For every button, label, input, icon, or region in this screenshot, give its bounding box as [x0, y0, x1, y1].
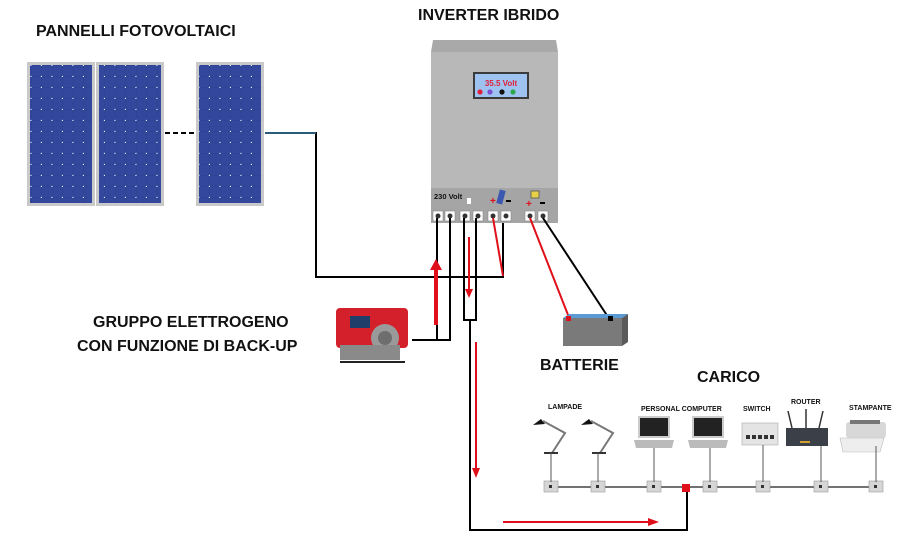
wall-socket-icon — [646, 480, 662, 493]
solar-panel — [27, 62, 95, 206]
solar-input-icon — [496, 189, 506, 205]
load-label-router: ROUTER — [791, 399, 821, 406]
pv-minus-icon — [506, 200, 511, 202]
generator-wire-2 — [437, 218, 451, 341]
wall-socket-icon — [702, 480, 718, 493]
generator-label-line1: GRUPPO ELETTROGENO — [93, 314, 289, 331]
generator — [336, 308, 408, 363]
batteries-label: BATTERIE — [540, 357, 619, 374]
led-black — [499, 89, 505, 95]
laptop-icon — [688, 416, 728, 482]
led-green — [510, 89, 516, 95]
printer-icon — [839, 420, 886, 482]
generator-flow-arrow-head — [430, 259, 442, 270]
lamp-icon — [581, 419, 615, 482]
load-down-arrow-head — [472, 468, 480, 478]
generator-wire-1 — [412, 218, 438, 341]
ac-flow-arrow-head — [465, 289, 473, 298]
wall-socket-icon — [813, 480, 829, 493]
battery-input-icon — [530, 190, 540, 199]
wall-socket-icon — [755, 480, 771, 493]
solar-panel — [96, 62, 164, 206]
led-purple — [487, 89, 493, 95]
battery — [563, 314, 628, 346]
load-right-arrow-head — [648, 518, 659, 526]
ac-voltage-label: 230 Volt — [434, 192, 463, 201]
wall-socket-icon — [543, 480, 559, 493]
wall-socket-icon — [590, 480, 606, 493]
pv-positive-wire — [492, 217, 504, 277]
panels-label: PANNELLI FOTOVOLTAICI — [36, 23, 236, 40]
load-label-lamps: LAMPADE — [548, 404, 583, 411]
load-label-printer: STAMPANTE — [849, 405, 892, 412]
inverter-display-value: 35.5 Volt — [485, 79, 518, 88]
load-label-pc: PERSONAL COMPUTER — [641, 406, 722, 413]
solar-panel — [196, 62, 264, 206]
led-red — [477, 89, 483, 95]
generator-label-line2: CON FUNZIONE DI BACK-UP — [77, 338, 298, 355]
pv-plus-icon: + — [490, 196, 496, 207]
network-switch-icon — [741, 422, 779, 482]
battery-negative-wire — [542, 217, 611, 321]
inverter-leds — [477, 89, 516, 95]
bat-plus-icon: + — [526, 199, 532, 210]
router-icon — [786, 409, 828, 482]
bat-minus-icon — [540, 202, 545, 204]
load-label-switch: SWITCH — [743, 406, 771, 413]
battery-positive-wire — [529, 217, 571, 321]
inverter-title: INVERTER IBRIDO — [418, 7, 560, 24]
bus-junction — [682, 484, 690, 492]
load-feed-wire — [469, 320, 688, 531]
laptop-icon — [634, 416, 674, 482]
wall-socket-icon — [868, 480, 884, 493]
lamp-icon — [533, 419, 567, 482]
load-label: CARICO — [697, 369, 761, 386]
plug-icon — [467, 198, 471, 204]
